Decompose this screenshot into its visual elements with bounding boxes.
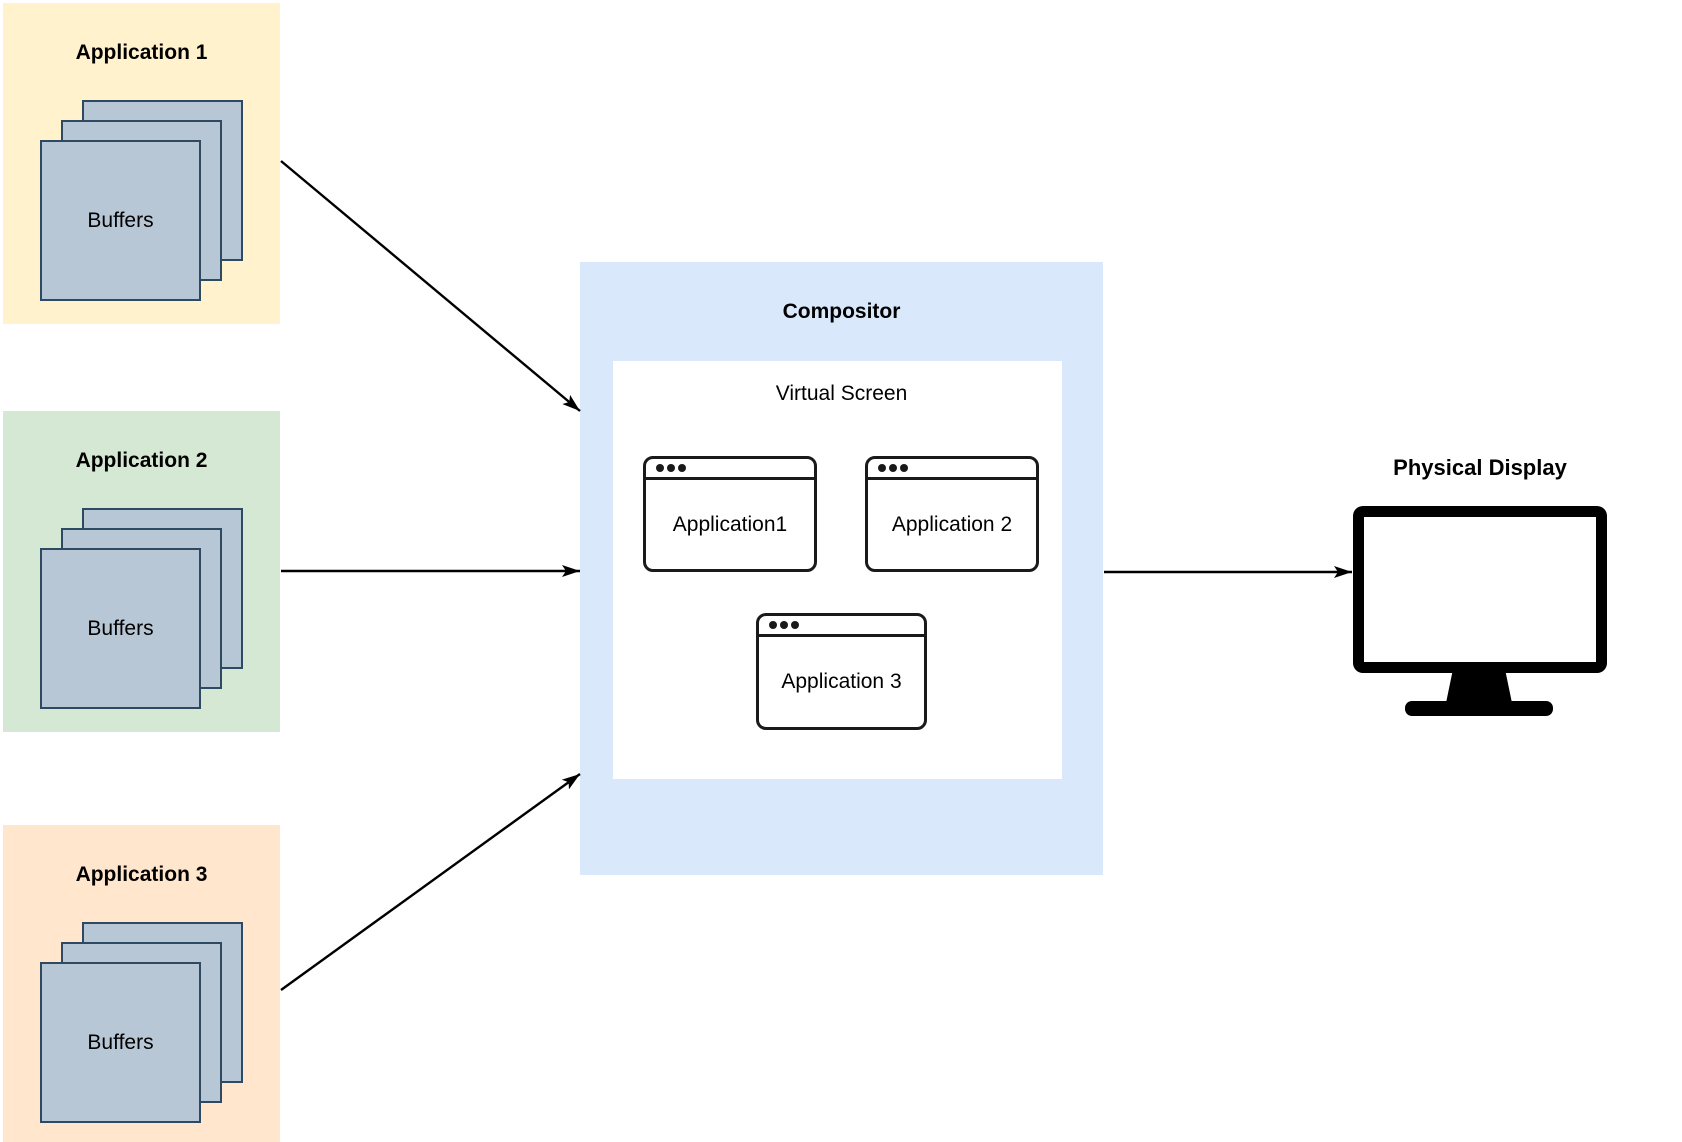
window-dot: [900, 464, 908, 472]
window-titlebar: [646, 459, 814, 480]
window-dot: [791, 621, 799, 629]
window-dot: [889, 464, 897, 472]
window-application-3: Application 3: [756, 613, 927, 730]
window-application-1: Application1: [643, 456, 817, 572]
window-dot: [769, 621, 777, 629]
arrow-app1-to-compositor: [280, 160, 581, 412]
window-dot: [780, 621, 788, 629]
window-titlebar: [868, 459, 1036, 480]
application-3-box: Application 3 Buffers: [3, 825, 280, 1142]
physical-display-title: Physical Display: [1393, 455, 1567, 480]
window-titlebar: [759, 616, 924, 637]
window-label: Application1: [672, 512, 788, 536]
window-label: Application 3: [781, 669, 902, 693]
buffer-square-front: Buffers: [40, 962, 201, 1123]
window-dot: [656, 464, 664, 472]
buffer-square-front: Buffers: [40, 140, 201, 301]
application-1-title: Application 1: [75, 41, 208, 64]
monitor-stand-base: [1405, 701, 1553, 716]
buffer-square-front: Buffers: [40, 548, 201, 709]
monitor-icon: [1353, 506, 1607, 673]
arrow-app3-to-compositor: [280, 773, 581, 991]
window-dot: [678, 464, 686, 472]
window-application-2: Application 2: [865, 456, 1039, 572]
application-2-box: Application 2 Buffers: [3, 411, 280, 732]
monitor-stand-neck: [1446, 671, 1512, 703]
window-dot: [878, 464, 886, 472]
application-1-box: Application 1 Buffers: [3, 3, 280, 324]
virtual-screen-label: Virtual Screen: [775, 382, 908, 405]
application-3-title: Application 3: [75, 863, 208, 886]
virtual-screen-content: Application1 Application 2 Application 3: [613, 361, 1062, 779]
window-label: Application 2: [891, 512, 1013, 536]
compositor-box: Compositor Virtual Screen Application1 A…: [580, 262, 1103, 875]
compositor-title: Compositor: [782, 300, 901, 323]
buffers-label: Buffers: [87, 1030, 154, 1054]
window-dot: [667, 464, 675, 472]
buffers-label: Buffers: [87, 208, 154, 232]
application-2-title: Application 2: [75, 449, 208, 472]
buffers-label: Buffers: [87, 616, 154, 640]
